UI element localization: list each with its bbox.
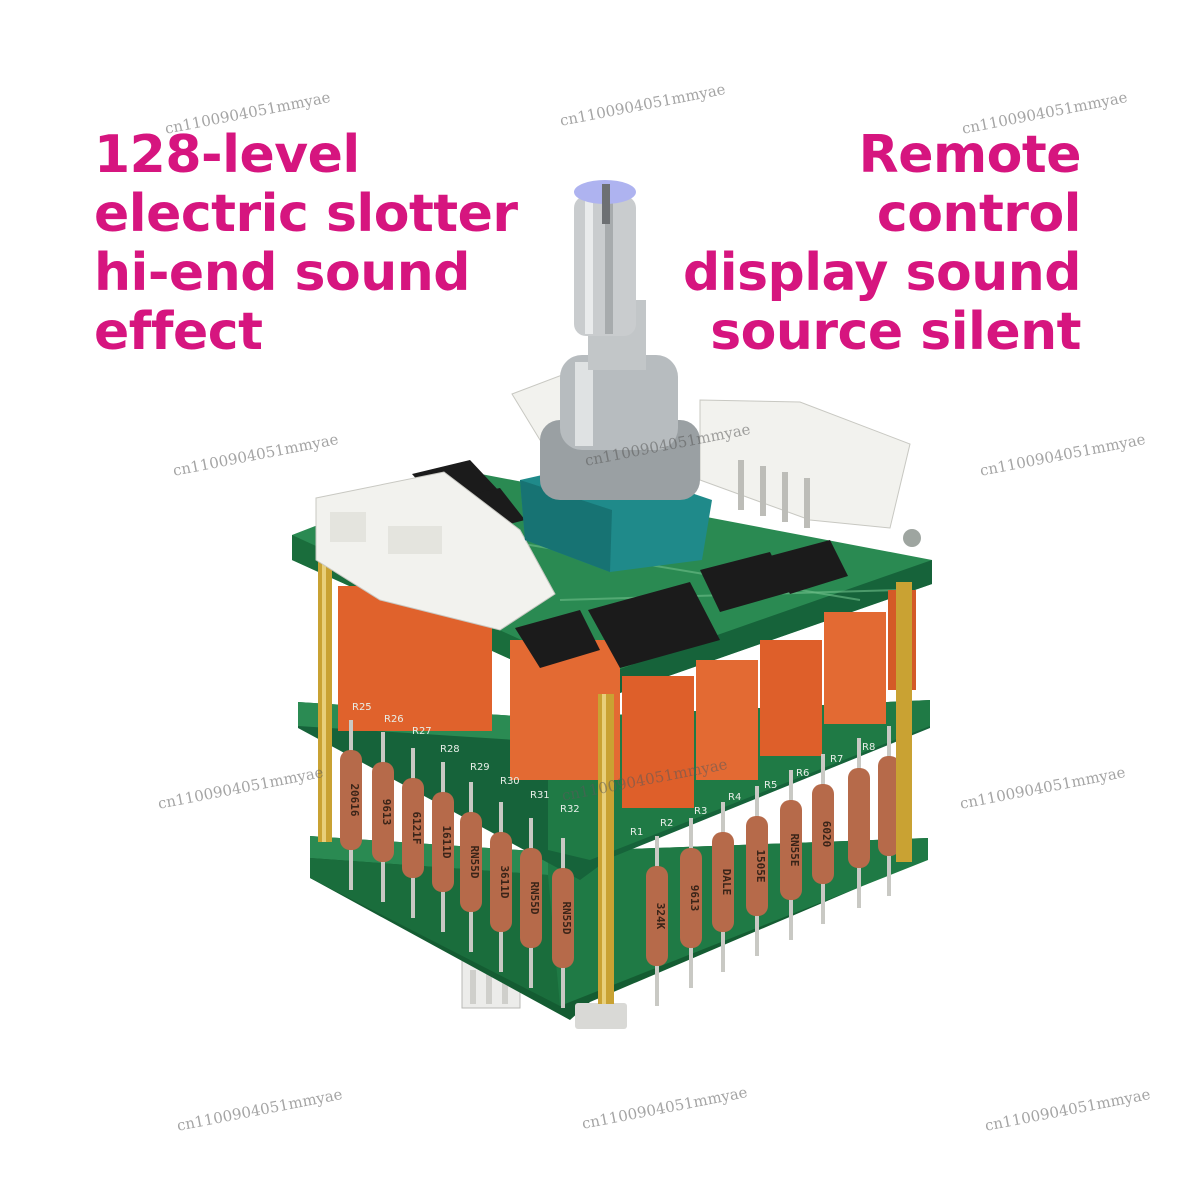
resistor-code: 324K (654, 903, 667, 930)
silkscreen-label: R32 (560, 804, 580, 815)
silkscreen-label: R29 (470, 762, 490, 773)
resistor-code: 9613 (688, 885, 701, 912)
resistor-code: RN55D (528, 881, 541, 914)
headline-right-line: source silent (710, 302, 1081, 362)
resistor: 20616 (340, 720, 362, 890)
silkscreen-label: R25 (352, 702, 372, 713)
headline-right: Remote control display sound source sile… (683, 126, 1081, 362)
headline-right-line: control (876, 184, 1082, 244)
resistor: RN55D (520, 818, 542, 988)
silkscreen-label: R1 (630, 827, 643, 838)
silkscreen-label: R30 (500, 776, 520, 787)
resistor (878, 726, 900, 896)
resistor: RN55D (460, 782, 482, 952)
resistor-code: 1611D (440, 825, 453, 858)
relay-row (338, 586, 916, 808)
resistor-code: 20616 (348, 783, 361, 816)
resistor-code: RN55D (468, 845, 481, 878)
resistor: 1611D (432, 762, 454, 932)
headline-right-line: Remote (858, 125, 1082, 185)
resistor: 3611D (490, 802, 512, 972)
headline-left-line: effect (94, 302, 263, 362)
rotary-encoder (520, 180, 712, 572)
resistor-code: 9613 (380, 799, 393, 826)
resistor: DALE (712, 802, 734, 972)
brass-standoffs (318, 560, 912, 1004)
silkscreen-label: R5 (764, 780, 777, 791)
resistor-code: 3611D (498, 865, 511, 898)
resistor: 6020 (812, 754, 834, 924)
resistor: 1505E (746, 786, 768, 956)
resistor: RN55E (780, 770, 802, 940)
silkscreen-label: R8 (862, 742, 875, 753)
resistor: 9613 (372, 732, 394, 902)
resistor-code: 1505E (754, 849, 767, 882)
resistor (848, 738, 870, 908)
resistor: 6121F (402, 748, 424, 918)
headline-left-line: electric slotter (94, 184, 518, 244)
resistor-code: 6121F (410, 811, 423, 844)
silkscreen-label: R4 (728, 792, 741, 803)
silkscreen-label: R2 (660, 818, 673, 829)
resistor-code: DALE (720, 869, 733, 896)
headline-left-line: hi-end sound (94, 243, 470, 303)
silkscreen-label: R7 (830, 754, 843, 765)
silkscreen-label: R27 (412, 726, 432, 737)
headline-left: 128-level electric slotter hi-end sound … (94, 126, 518, 362)
resistor: RN55D (552, 838, 574, 1008)
resistor: 9613 (680, 818, 702, 988)
headline-left-line: 128-level (94, 125, 360, 185)
resistor-code: 6020 (820, 821, 833, 848)
silkscreen-label: R6 (796, 768, 809, 779)
resistor: 324K (646, 836, 668, 1006)
resistor-code: RN55D (560, 901, 573, 934)
silkscreen-label: R3 (694, 806, 707, 817)
resistor-array: 20616 9613 6121F 1611D RN55D 3611D RN55D RN55D 3… (340, 720, 900, 1008)
silkscreen-label: R31 (530, 790, 550, 801)
resistor-code: RN55E (788, 833, 801, 866)
headline-right-line: display sound (683, 243, 1081, 303)
silkscreen-label: R26 (384, 714, 404, 725)
silkscreen-label: R28 (440, 744, 460, 755)
